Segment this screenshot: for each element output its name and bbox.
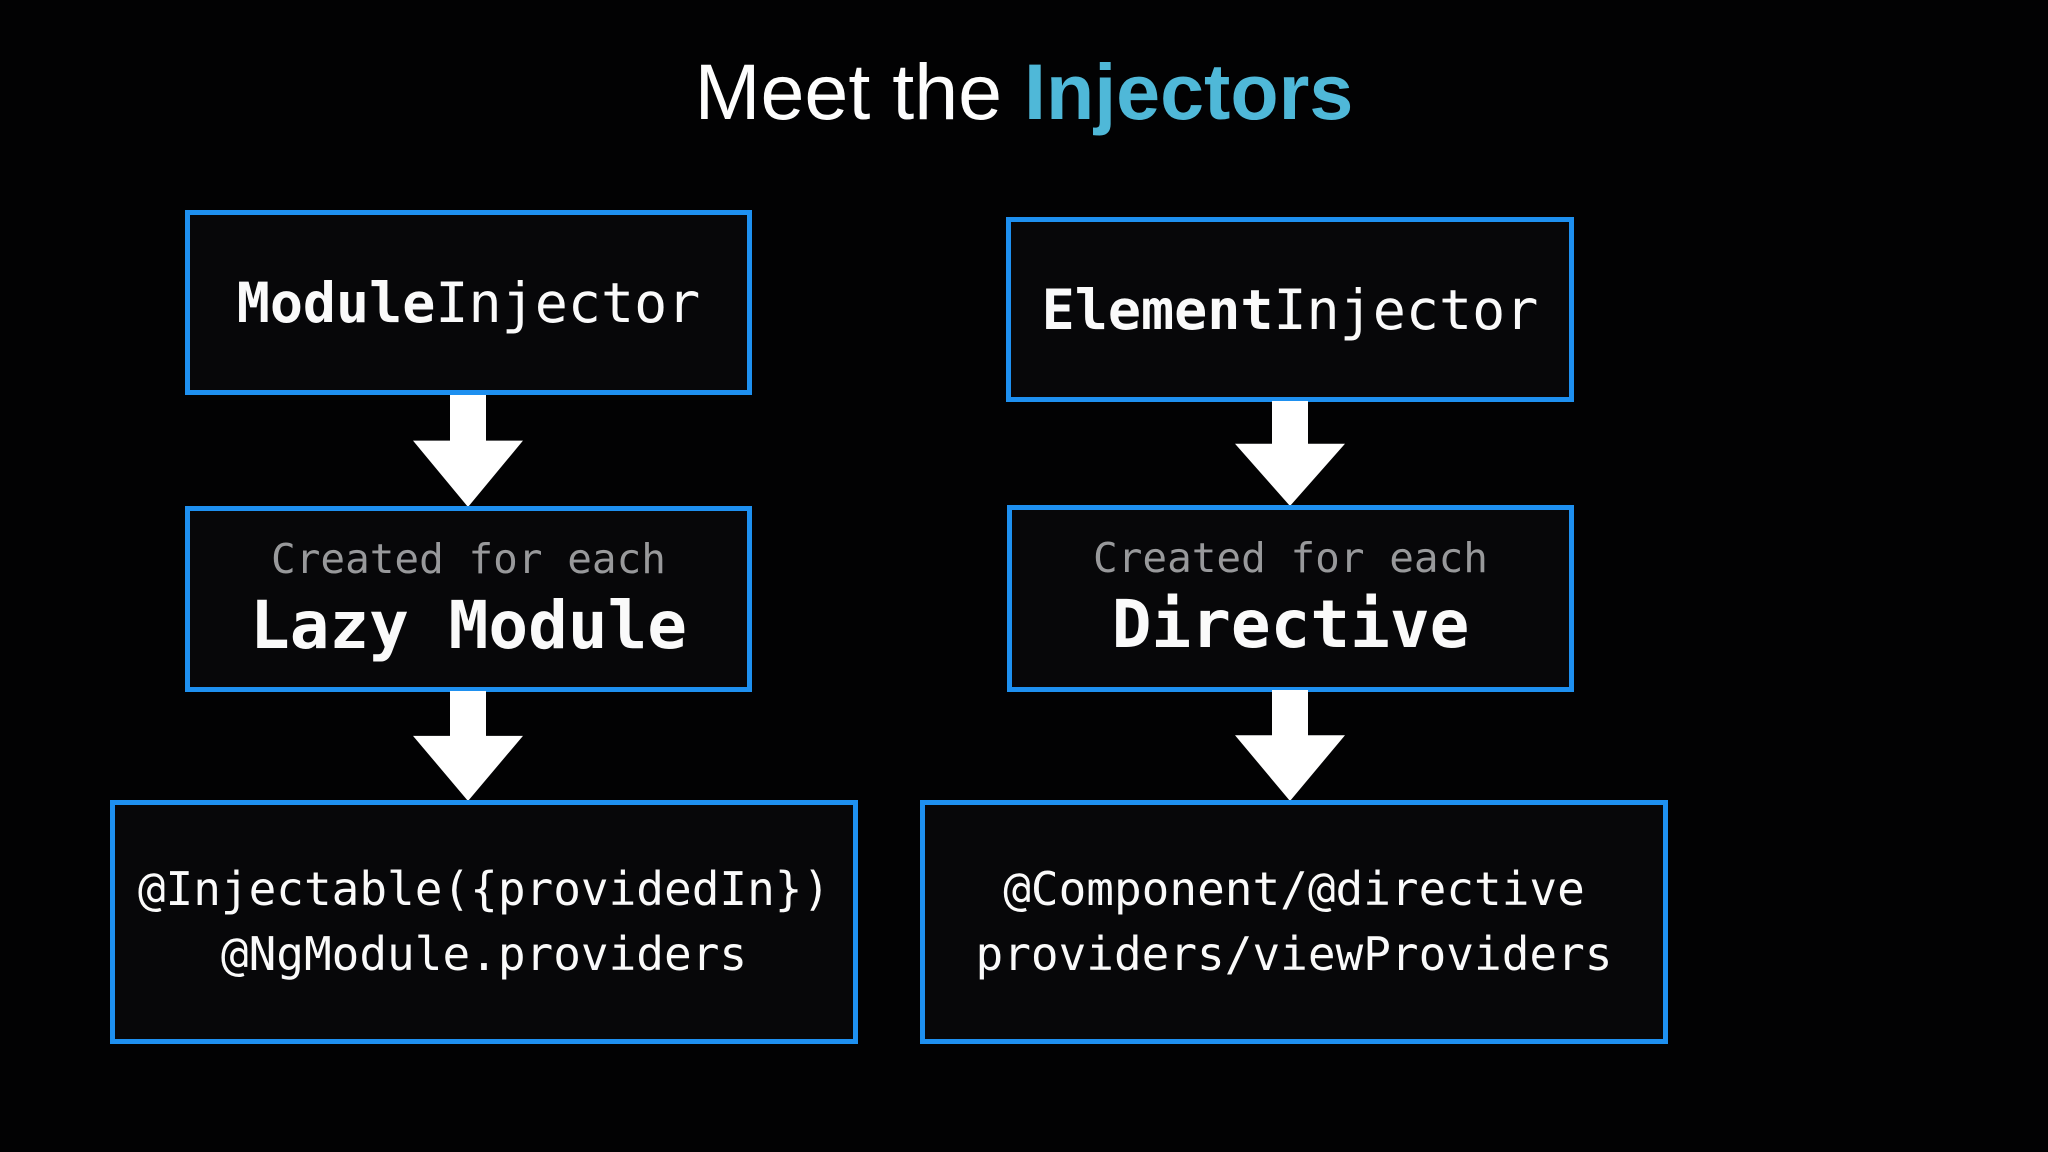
title-highlight: Injectors [1024,47,1354,136]
arrow-down-icon [413,691,523,801]
injector-label-rest: Injector [1273,277,1539,342]
created-for-each-label: Created for each [271,534,666,583]
element-providers-box: @Component/@directive providers/viewProv… [920,800,1668,1044]
providers-line-1: @Injectable({providedIn}) [137,862,831,916]
arrow-down-icon [1235,401,1345,506]
module-injector-label: ModuleInjector [237,271,701,335]
created-target-label: Lazy Module [249,586,688,664]
slide-title: Meet the Injectors [0,40,2048,144]
providers-line-1: @Component/@directive [1003,862,1585,916]
module-providers-box: @Injectable({providedIn}) @NgModule.prov… [110,800,858,1044]
title-text: Meet the [694,47,1025,136]
injector-label-bold: Module [236,270,436,335]
module-injector-box: ModuleInjector [185,210,752,395]
element-injector-box: ElementInjector [1006,217,1574,402]
arrow-down-icon [1235,690,1345,801]
injector-label-bold: Element [1041,277,1274,342]
created-for-each-label: Created for each [1093,534,1488,582]
module-created-for-each-box: Created for each Lazy Module [185,506,752,692]
providers-line-2: @NgModule.providers [220,927,748,981]
arrow-down-icon [413,395,523,507]
providers-line-2: providers/viewProviders [975,927,1613,981]
created-target-label: Directive [1111,586,1470,663]
element-injector-label: ElementInjector [1042,278,1539,342]
injector-label-rest: Injector [435,270,701,335]
element-created-for-each-box: Created for each Directive [1007,505,1574,692]
